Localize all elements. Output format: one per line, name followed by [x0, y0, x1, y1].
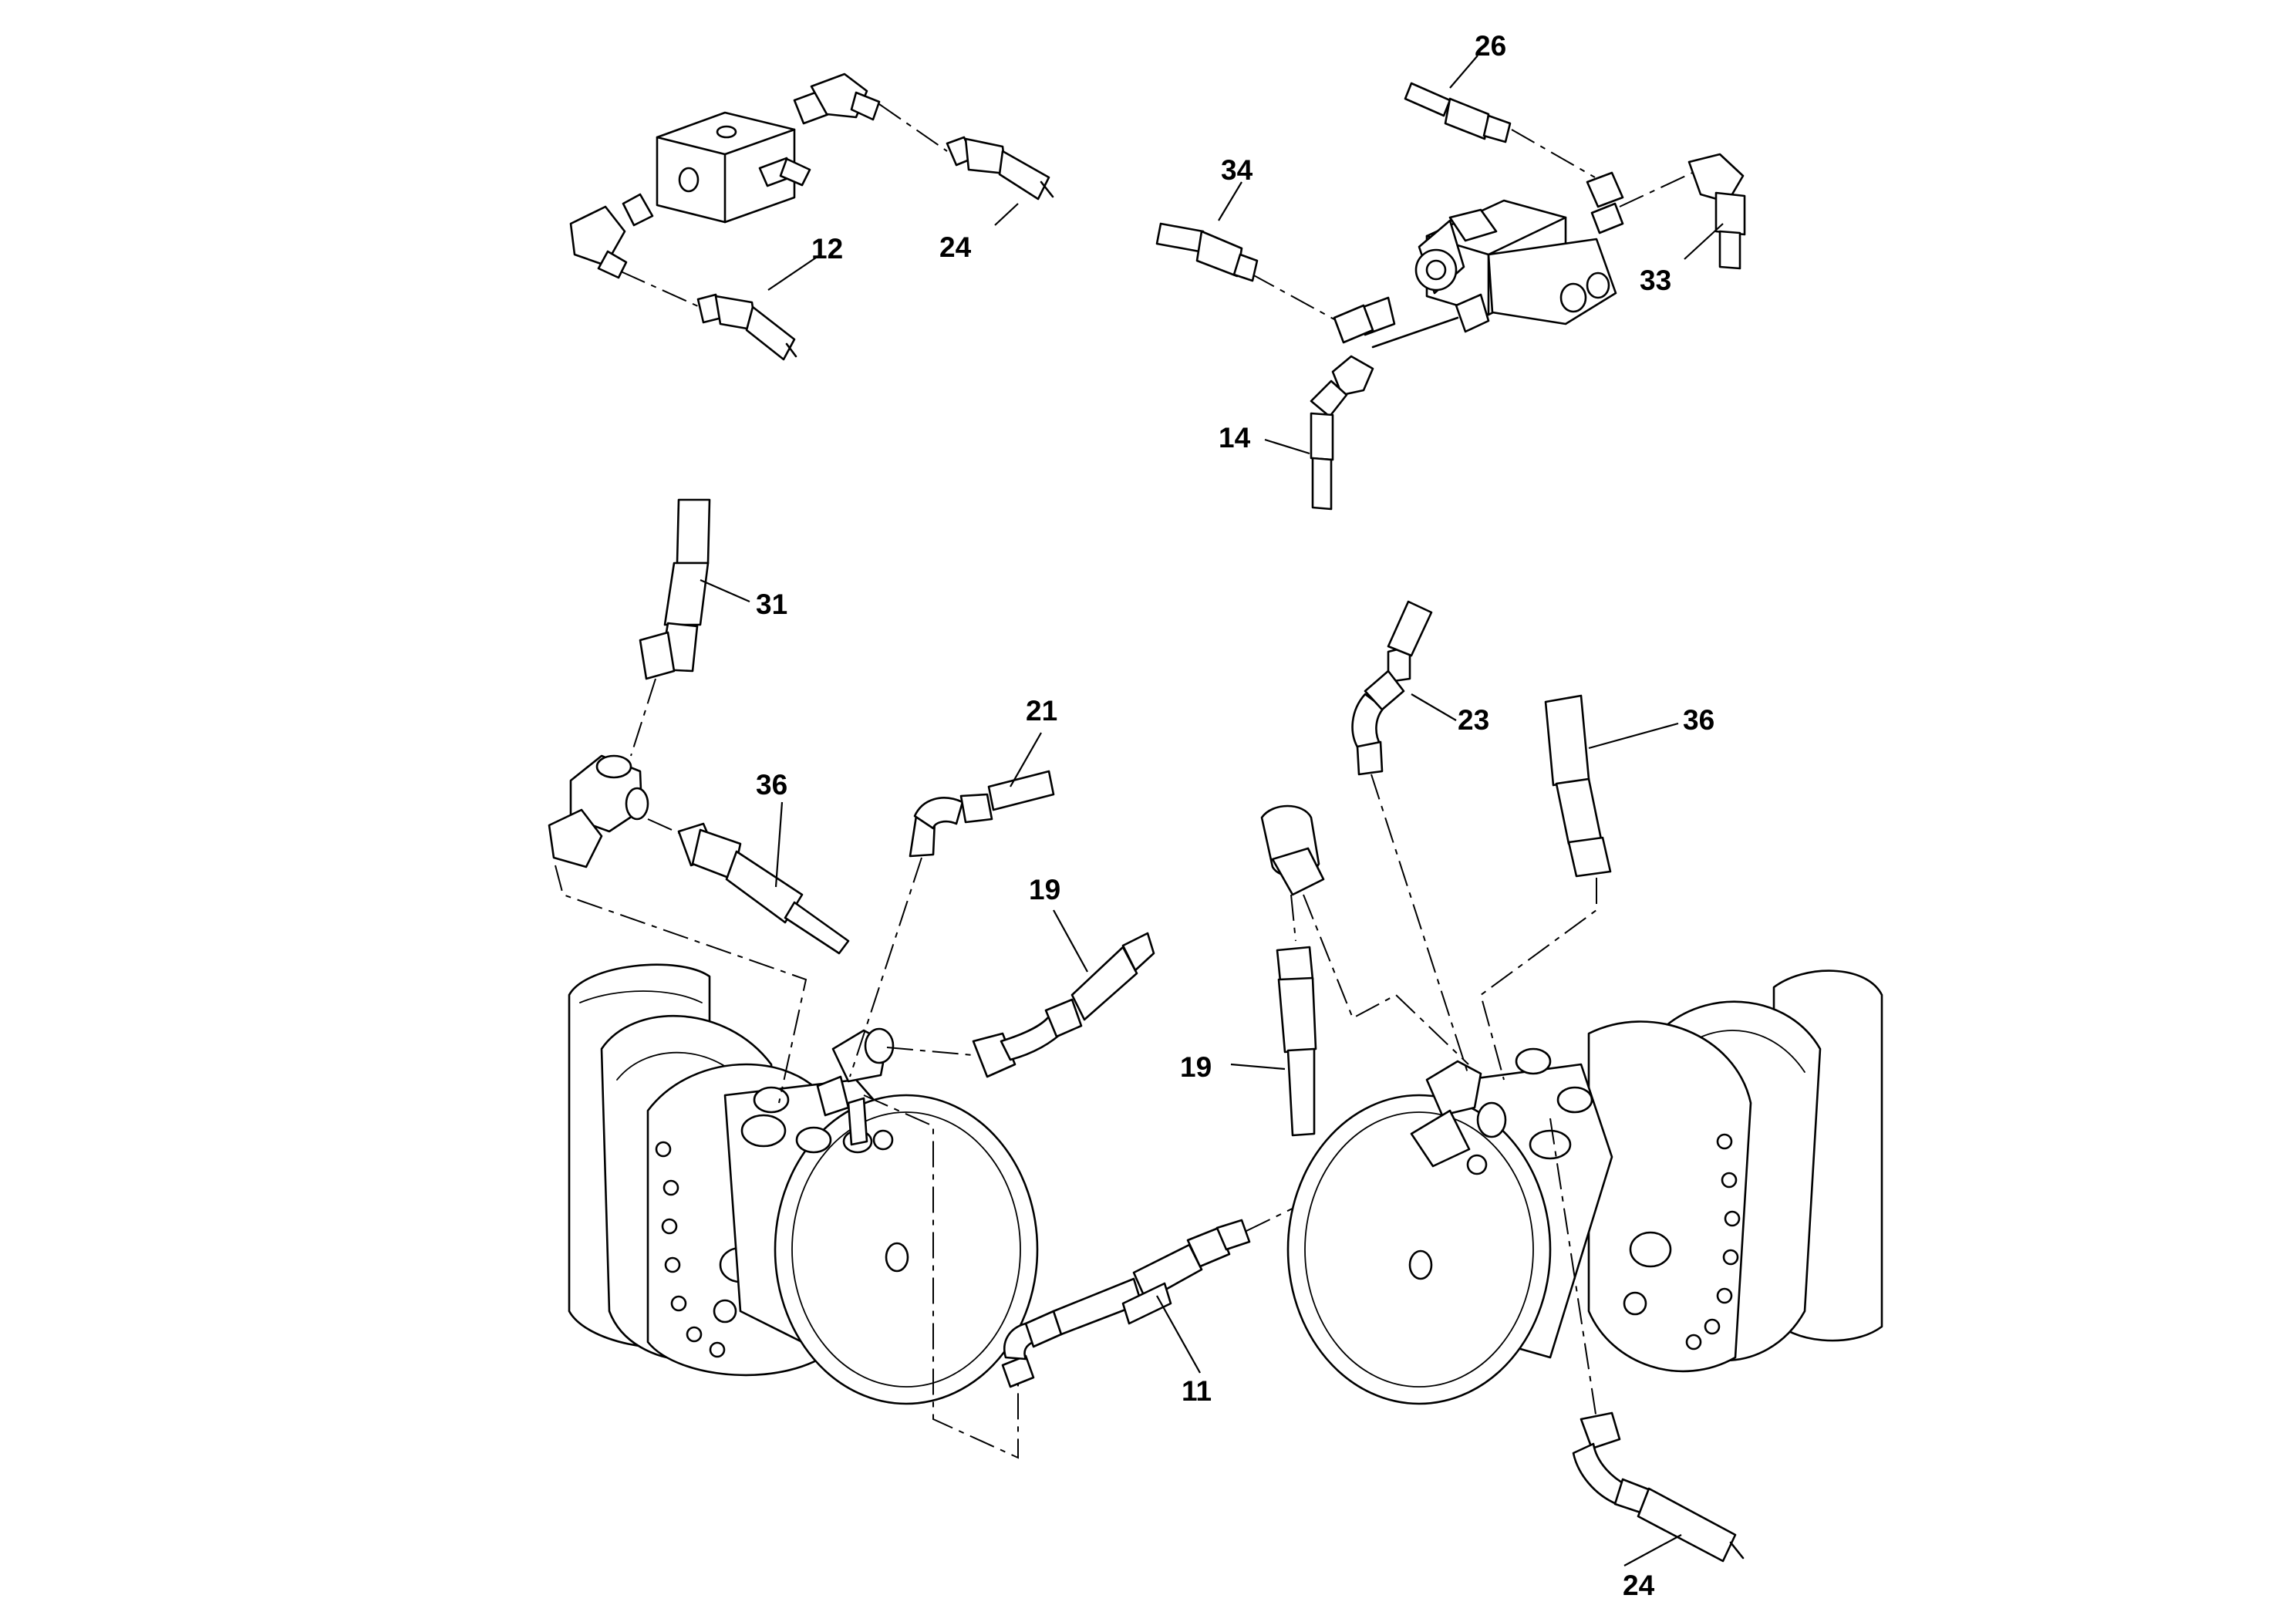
motor-left [568, 963, 1039, 1405]
connection-line [630, 678, 656, 757]
hose-end-26 [1404, 82, 1512, 143]
callout-33: 33 [1640, 265, 1671, 296]
callout-24: 24 [1623, 1570, 1655, 1601]
connection-line [1511, 129, 1596, 178]
cap-fitting [1260, 804, 1325, 896]
leader-line-36a [774, 801, 784, 888]
hose-end-12 [696, 293, 797, 361]
leader-line-23 [1411, 693, 1457, 721]
leader-line-34 [1218, 181, 1242, 221]
hose-end-19-left [972, 932, 1155, 1078]
connection-line [555, 865, 807, 1104]
callout-36: 36 [756, 769, 787, 801]
callout-11: 11 [1182, 1375, 1212, 1407]
hose-end-36-right [1544, 694, 1612, 878]
hose-end-36-left [677, 822, 850, 955]
hose-end-31 [639, 498, 711, 680]
connection-line [647, 818, 679, 834]
callout-31: 31 [756, 588, 787, 620]
hose-end-33 [1687, 153, 1746, 270]
callout-14: 14 [1219, 422, 1251, 454]
hose-end-24-bottom [1572, 1411, 1745, 1563]
connection-line [1549, 1118, 1597, 1420]
leader-line-33 [1684, 223, 1724, 260]
leader-line-36b [1588, 722, 1679, 750]
callout-21: 21 [1026, 695, 1057, 727]
leader-line-12 [767, 254, 821, 291]
callout-34: 34 [1221, 154, 1253, 186]
leader-line-24b [1623, 1534, 1682, 1566]
hose-end-11-lower [1001, 1219, 1251, 1388]
leader-line-31 [700, 578, 750, 603]
hose-end-11-upper [1121, 1282, 1172, 1325]
valve-block-left [569, 73, 881, 279]
leader-line-24a [994, 203, 1019, 226]
solenoid-valve-right [1333, 171, 1624, 344]
leader-line-26 [1449, 55, 1478, 89]
callout-24: 24 [939, 231, 972, 263]
hose-end-24-top [946, 136, 1054, 201]
hose-end-19-right [1276, 946, 1317, 1137]
leader-line-21 [1010, 732, 1042, 787]
leader-line-14 [1264, 438, 1310, 455]
connection-line [1290, 894, 1296, 942]
hose-end-21 [909, 770, 1055, 858]
leader-line-19a [1053, 909, 1088, 973]
connection-line [863, 1094, 1019, 1459]
leader-line-19b [1230, 1063, 1286, 1071]
connection-line [1619, 163, 1713, 207]
connection-line [620, 271, 699, 307]
hose-end-34 [1155, 222, 1259, 282]
connection-line [886, 1047, 974, 1056]
connection-line [1250, 273, 1335, 320]
motor-right [1286, 969, 1883, 1405]
leader-line-11 [1156, 1295, 1201, 1374]
hose-end-23 [1351, 600, 1433, 776]
callout-23: 23 [1458, 704, 1489, 736]
callout-19: 19 [1180, 1051, 1212, 1083]
callout-26: 26 [1475, 30, 1506, 62]
tee-fitting [548, 754, 649, 868]
connection-line [1479, 878, 1597, 1081]
callout-19: 19 [1029, 874, 1060, 905]
connection-line [878, 103, 948, 152]
connection-line [1303, 894, 1469, 1065]
callout-36: 36 [1683, 704, 1714, 736]
connection-line [849, 857, 922, 1077]
connection-line [1371, 774, 1469, 1076]
callout-12: 12 [811, 233, 843, 265]
hose-end-14 [1310, 355, 1374, 511]
connection-line [1371, 316, 1459, 349]
